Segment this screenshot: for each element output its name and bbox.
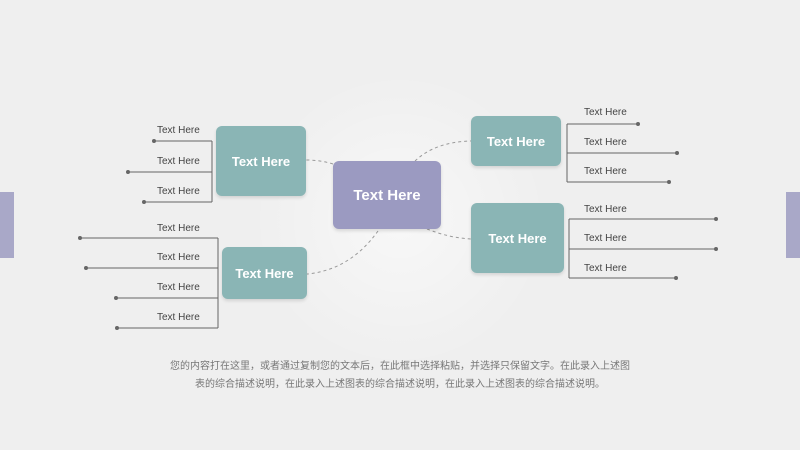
center-node[interactable]: Text Here: [333, 161, 441, 229]
branch-node-bottom-left[interactable]: Text Here: [222, 247, 307, 299]
center-node-label: Text Here: [353, 186, 421, 204]
left-side-tab: [0, 192, 14, 258]
leaf-label: Text Here: [157, 282, 200, 293]
center-connector: [306, 230, 379, 275]
leaf-label: Text Here: [584, 137, 627, 148]
branch-label: Text Here: [235, 265, 294, 281]
leaf-label: Text Here: [584, 107, 627, 118]
branch-node-bottom-right[interactable]: Text Here: [471, 203, 564, 273]
leaf-label: Text Here: [584, 233, 627, 244]
right-side-tab: [786, 192, 800, 258]
branch-label: Text Here: [231, 153, 291, 169]
leaf-label: Text Here: [584, 204, 627, 215]
leaf-label: Text Here: [584, 263, 627, 274]
center-connector: [305, 159, 334, 165]
leaf-dot: [714, 217, 718, 221]
leaf-dot: [675, 151, 679, 155]
leaf-dot: [78, 236, 82, 240]
leaf-dot: [84, 266, 88, 270]
leaf-label: Text Here: [157, 223, 200, 234]
leaf-dot: [636, 122, 640, 126]
leaf-dot: [674, 276, 678, 280]
leaf-dot: [667, 180, 671, 184]
leaf-dot: [152, 139, 156, 143]
leaf-label: Text Here: [157, 186, 200, 197]
leaf-label: Text Here: [157, 156, 200, 167]
leaf-label: Text Here: [584, 166, 627, 177]
branch-label: Text Here: [488, 230, 547, 246]
leaf-label: Text Here: [157, 312, 200, 323]
leaf-dot: [114, 296, 118, 300]
center-connector: [426, 228, 472, 240]
leaf-dot: [115, 326, 119, 330]
leaf-dot: [142, 200, 146, 204]
branch-label: Text Here: [486, 133, 546, 149]
branch-node-top-right[interactable]: Text Here: [471, 116, 561, 166]
leaf-label: Text Here: [157, 252, 200, 263]
caption-text: 您的内容打在这里，或者通过复制您的文本后，在此框中选择粘贴，并选择只保留文字。在…: [170, 361, 630, 390]
center-connector: [414, 140, 472, 162]
leaf-label: Text Here: [157, 125, 200, 136]
leaf-dot: [126, 170, 130, 174]
branch-node-top-left[interactable]: Text Here: [216, 126, 306, 196]
leaf-dot: [714, 247, 718, 251]
